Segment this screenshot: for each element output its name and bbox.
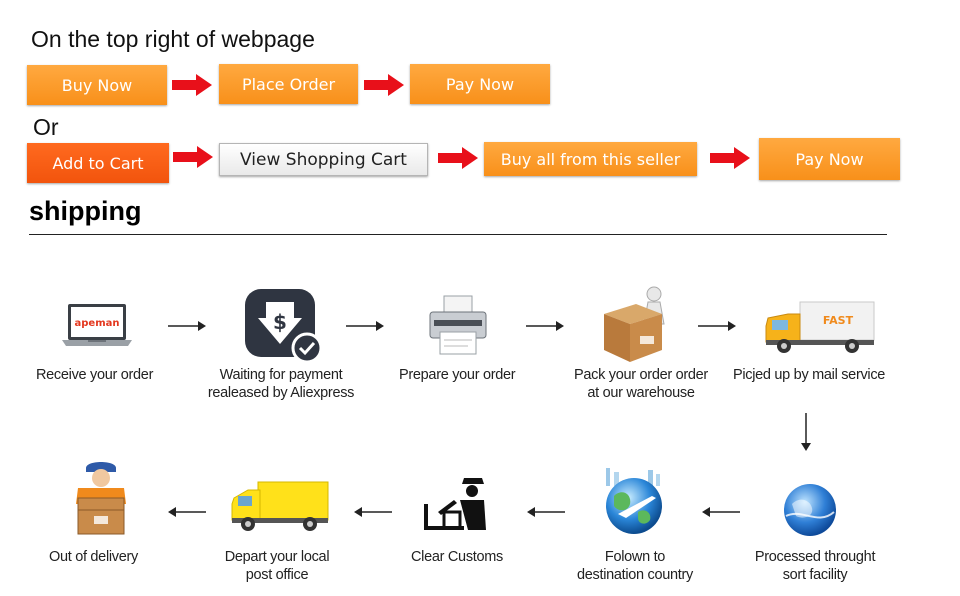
payment-icon: $ bbox=[245, 289, 323, 364]
globe-icon bbox=[784, 484, 836, 536]
customs-icon bbox=[424, 478, 486, 530]
arrow-left-icon bbox=[702, 507, 740, 517]
printer-icon bbox=[429, 295, 487, 355]
arrow-right-icon bbox=[168, 321, 206, 331]
step-label-clear-customs: Clear Customs bbox=[411, 549, 503, 565]
step-label-picked-up: Picjed up by mail service bbox=[733, 367, 886, 383]
purchase-heading: On the top right of webpage bbox=[31, 26, 315, 52]
buy-now-button[interactable]: Buy Now bbox=[27, 65, 167, 105]
step-label-receive-order: Receive your order bbox=[36, 367, 154, 383]
fast-truck-icon: FAST bbox=[765, 301, 875, 353]
pay-now-button[interactable]: Pay Now bbox=[410, 64, 550, 104]
svg-text:$: $ bbox=[273, 310, 287, 334]
shipping-title: shipping bbox=[29, 196, 142, 226]
red-arrow-icon bbox=[710, 147, 750, 169]
arrow-left-icon bbox=[527, 507, 565, 517]
buy-all-from-seller-button[interactable]: Buy all from this seller bbox=[484, 142, 697, 176]
step-label-depart-post-office: Depart your local post office bbox=[224, 549, 330, 583]
plane-globe-icon bbox=[606, 468, 662, 534]
arrow-down-icon bbox=[801, 413, 811, 451]
step-label-out-of-delivery: Out of delivery bbox=[49, 549, 138, 565]
red-arrow-icon bbox=[438, 147, 478, 169]
red-arrow-icon bbox=[364, 74, 404, 96]
arrow-right-icon bbox=[698, 321, 736, 331]
yellow-van-icon bbox=[231, 481, 329, 531]
step-label-processed: Processed throught sort facility bbox=[754, 549, 876, 583]
laptop-brand: apeman bbox=[75, 318, 120, 329]
view-shopping-cart-button[interactable]: View Shopping Cart bbox=[219, 143, 428, 176]
step-label-pack-order: Pack your order order at our warehouse bbox=[574, 367, 708, 401]
laptop-icon: apeman bbox=[62, 304, 132, 346]
red-arrow-icon bbox=[173, 146, 213, 168]
pay-now-button-2[interactable]: Pay Now bbox=[759, 138, 900, 180]
or-label: Or bbox=[33, 114, 59, 140]
arrow-left-icon bbox=[168, 507, 206, 517]
arrow-right-icon bbox=[526, 321, 564, 331]
add-to-cart-button[interactable]: Add to Cart bbox=[27, 143, 169, 183]
delivery-box-icon bbox=[76, 462, 126, 535]
place-order-button[interactable]: Place Order bbox=[219, 64, 358, 104]
step-label-prepare-order: Prepare your order bbox=[399, 367, 516, 383]
arrow-left-icon bbox=[354, 507, 392, 517]
shipping-divider bbox=[29, 234, 887, 235]
red-arrow-icon bbox=[172, 74, 212, 96]
step-label-flown: Folown to destination country bbox=[576, 549, 693, 583]
arrow-right-icon bbox=[346, 321, 384, 331]
step-label-waiting-payment: Waiting for payment realeased by Aliexpr… bbox=[207, 367, 355, 401]
truck-brand: FAST bbox=[823, 314, 854, 327]
package-icon bbox=[604, 286, 665, 362]
